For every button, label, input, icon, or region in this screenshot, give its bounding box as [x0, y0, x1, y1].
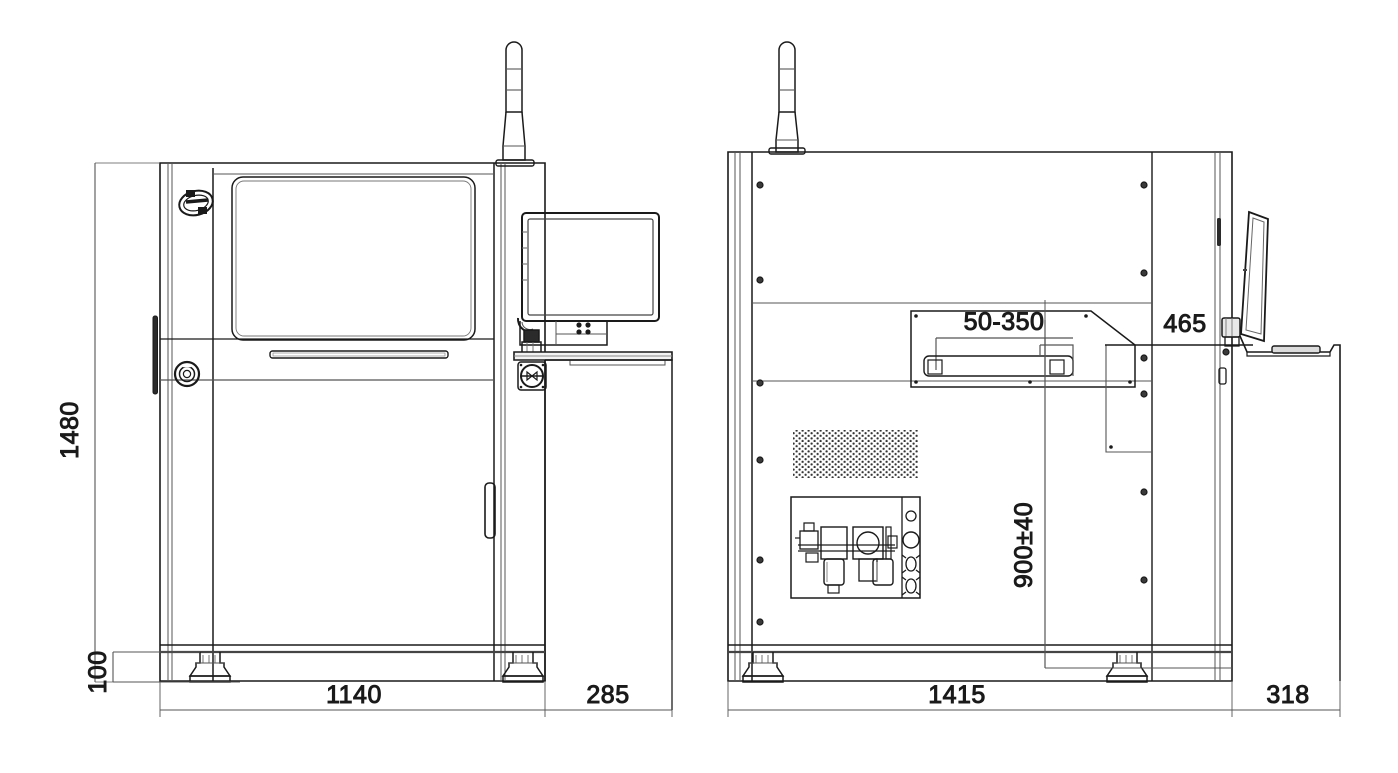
- safety-cover-window: [231, 176, 476, 341]
- dimension-1480-label: 1480: [56, 401, 84, 459]
- operator-monitor: [1217, 210, 1269, 385]
- side-view-dimensions: [727, 300, 1341, 717]
- keyboard-tray: [513, 351, 673, 366]
- side-door-handle: [152, 315, 496, 539]
- leveling-foot: [1105, 652, 1149, 683]
- front-view-group: 1480 100 1140 285: [56, 41, 673, 717]
- dimension-318-label: 318: [1266, 681, 1309, 709]
- dimension-465-label: 465: [1163, 310, 1206, 338]
- dimension-1415-label: 1415: [928, 681, 986, 709]
- dimension-50-350-label: 50-350: [964, 308, 1045, 336]
- conveyor-bracket: [1105, 345, 1152, 453]
- manufacturer-logo-icon: [178, 189, 214, 217]
- side-view-group: 50-350 465 900±40 1415 318: [727, 41, 1341, 717]
- leveling-foot: [188, 652, 232, 683]
- signal-tower-light: [768, 41, 806, 155]
- dimension-900-label: 900±40: [1010, 502, 1038, 588]
- dimension-1140-label: 1140: [326, 681, 382, 709]
- keyboard-tray: [1239, 335, 1341, 681]
- front-view-dimensions: [94, 162, 673, 717]
- side-machine-body: [727, 151, 1233, 682]
- ventilation-grille: [793, 430, 918, 478]
- emergency-stop-button: [173, 360, 201, 388]
- signal-tower-light: [495, 41, 535, 167]
- air-filter-regulator-lubricator: [790, 496, 921, 599]
- operator-monitor: [516, 212, 660, 354]
- door-handle: [269, 350, 449, 359]
- panel-screws: [756, 181, 1148, 626]
- dimension-100-label: 100: [84, 650, 112, 693]
- front-base-plinth: [160, 644, 545, 654]
- monitor-pedestal-column: [544, 359, 673, 710]
- leveling-foot: [741, 652, 785, 683]
- leveling-foot: [501, 652, 545, 683]
- rotary-switch: [517, 361, 547, 391]
- front-machine-body: [94, 162, 546, 682]
- dimension-285-label: 285: [586, 681, 629, 709]
